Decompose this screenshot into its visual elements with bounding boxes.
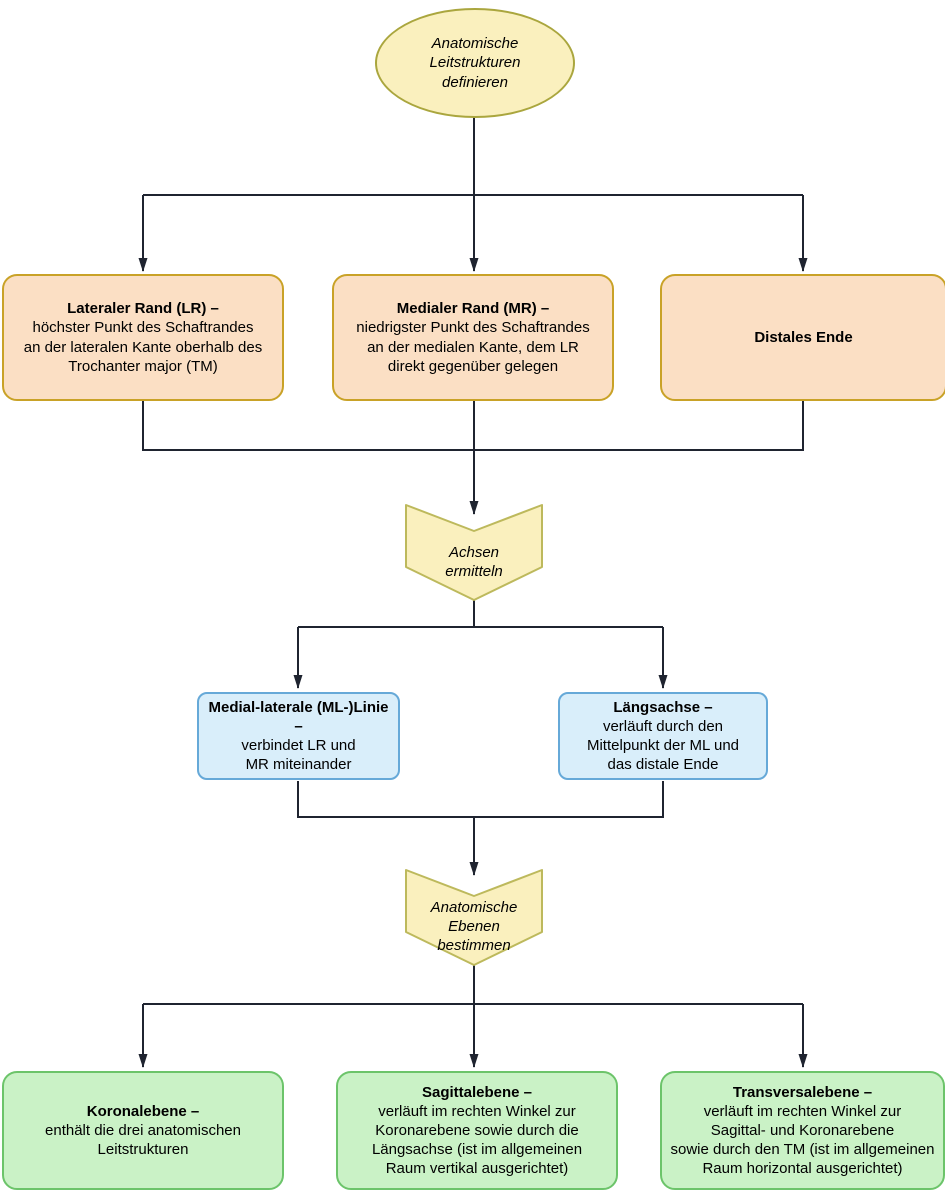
node-ebenen-bestimmen: Anatomische Ebenen bestimmen	[403, 860, 545, 970]
node-body: verbindet LR und MR miteinander	[241, 737, 356, 774]
node-transversalebene: Transversalebene – verläuft im rechten W…	[660, 1071, 945, 1190]
branch-start-to-landmarks	[138, 112, 808, 272]
node-title: Distales Ende	[754, 328, 853, 346]
chevron-shape	[405, 504, 543, 601]
node-lateraler-rand: Lateraler Rand (LR) – höchster Punkt des…	[2, 274, 284, 401]
node-body: höchster Punkt des Schaftrandes an der l…	[23, 319, 263, 375]
node-title: Lateraler Rand (LR) –	[67, 300, 219, 318]
node-title: Transversalebene –	[732, 1083, 873, 1101]
node-laengsachse: Längsachse – verläuft durch den Mittelpu…	[558, 692, 768, 780]
node-title: Medial-laterale (ML-)Linie –	[208, 698, 389, 735]
node-achsen-ermitteln: Achsen ermitteln	[403, 495, 545, 605]
node-achsen-label: Achsen ermitteln	[445, 544, 503, 581]
node-body: enthält die drei anatomischen Leitstrukt…	[45, 1121, 241, 1159]
node-body: verläuft im rechten Winkel zur Sagittal-…	[670, 1102, 935, 1178]
join-landmarks-to-axes-step	[142, 401, 804, 515]
node-start-ellipse: Anatomische Leitstrukturen definieren	[375, 8, 575, 118]
node-distales-ende: Distales Ende	[660, 274, 945, 401]
node-title: Sagittalebene –	[421, 1083, 533, 1101]
node-title: Längsachse –	[613, 698, 713, 716]
node-sagittalebene: Sagittalebene – verläuft im rechten Wink…	[336, 1071, 618, 1190]
branch-planes-step-to-planes	[138, 965, 808, 1068]
node-medialer-rand: Medialer Rand (MR) – niedrigster Punkt d…	[332, 274, 614, 401]
node-body: verläuft durch den Mittelpunkt der ML un…	[586, 717, 740, 774]
node-ml-linie: Medial-laterale (ML-)Linie – verbindet L…	[197, 692, 400, 780]
join-axes-to-planes-step	[297, 781, 664, 876]
chevron-shape	[405, 869, 543, 966]
node-start-label: Anatomische Leitstrukturen definieren	[429, 35, 521, 91]
node-title: Koronalebene –	[86, 1102, 200, 1120]
branch-axes-step-to-axes	[293, 600, 668, 689]
node-koronalebene: Koronalebene – enthält die drei anatomis…	[2, 1071, 284, 1190]
node-body: verläuft im rechten Winkel zur Koronareb…	[371, 1102, 583, 1178]
node-body: niedrigster Punkt des Schaftrandes an de…	[356, 319, 590, 375]
node-title: Medialer Rand (MR) –	[396, 300, 550, 318]
node-ebenen-label: Anatomische Ebenen bestimmen	[430, 899, 518, 955]
